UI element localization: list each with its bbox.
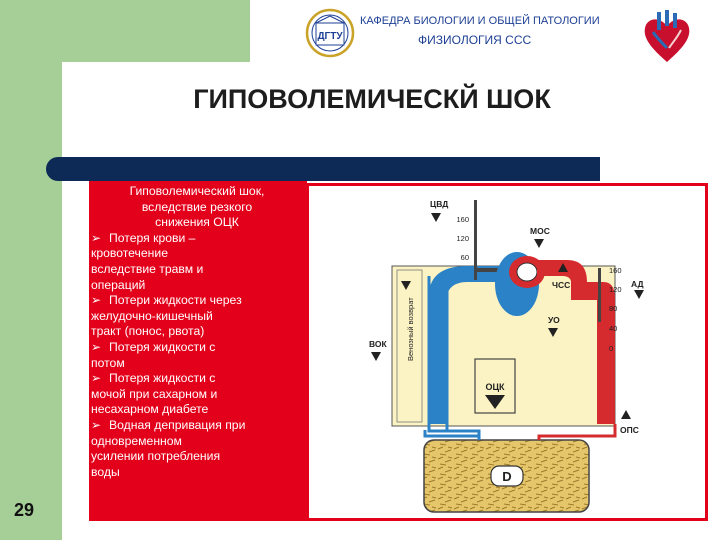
bullet-marker: ➢ (91, 339, 102, 354)
heart-icon (644, 10, 690, 62)
bullet-line: усилении потребления (91, 449, 221, 464)
cvd-tick: 160 (456, 215, 469, 224)
ops-label: ОПС (620, 425, 639, 435)
bullet-line: тракт (понос, рвота) (91, 324, 205, 339)
bullet-line: ➢Потеря крови – (91, 230, 196, 245)
bullet-line: желудочно-кишечный (91, 308, 213, 323)
artery (537, 260, 615, 424)
page-number: 29 (14, 500, 35, 520)
department-name: КАФЕДРА БИОЛОГИИ И ОБЩЕЙ ПАТОЛОГИИ (360, 15, 600, 27)
bullet-line: ➢Потеря жидкости с (91, 339, 216, 354)
artery-connector (537, 424, 617, 440)
ad-tick: 160 (609, 266, 622, 275)
d-label: D (502, 469, 511, 484)
ops-up-arrow (621, 410, 631, 419)
cvd-down-arrow (431, 213, 441, 222)
bullet-marker: ➢ (91, 371, 102, 386)
bullet-line: мочой при сахарном и (91, 386, 218, 401)
ad-tick: 120 (609, 285, 622, 294)
vein-arch (429, 266, 517, 298)
left-green-band (0, 0, 62, 540)
circulation-diagram: D ОЦК ЦВД 160 120 60 Венозный возврат ВО… (369, 199, 644, 513)
intro-line: вследствие резкого (141, 199, 253, 214)
ad-tick: 0 (609, 344, 613, 353)
mos-label: МОС (530, 226, 550, 236)
text-panel (89, 181, 307, 521)
bullet-line: кровотечение (91, 246, 168, 261)
cvd-tick: 120 (456, 234, 469, 243)
bullet-line: вследствие травм и (91, 261, 204, 276)
ock-down-arrow (485, 395, 505, 409)
slide-title: ГИПОВОЛЕМИЧЕСКЙ ШОК (193, 84, 551, 114)
d-oval (490, 465, 524, 487)
vok-down-arrow (371, 352, 381, 361)
panel-text: Гиповолемический шок, вследствие резкого… (91, 184, 303, 480)
university-logo: ДГТУ (305, 8, 355, 58)
vok-label: ВОК (369, 339, 388, 349)
logo-text: ДГТУ (317, 31, 343, 42)
top-green-band (0, 0, 250, 62)
bullet-line: одновременном (91, 433, 182, 448)
bullet-line: операций (91, 277, 146, 292)
ad-tick: 80 (609, 304, 617, 313)
venous-return-column (396, 269, 423, 423)
intro-line: Гиповолемический шок, (129, 184, 265, 198)
vein-column (429, 286, 447, 424)
bullet-line: потом (91, 355, 125, 370)
ad-down-arrow (634, 290, 644, 299)
bullet-line: ➢Водная депривация при (91, 417, 246, 432)
bullet-line: воды (91, 464, 120, 479)
vein-connector (423, 430, 479, 438)
mos-down-arrow (534, 239, 544, 248)
subject-name: ФИЗИОЛОГИЯ ССС (418, 33, 532, 47)
venous-return-label: Венозный возврат (406, 297, 415, 361)
chss-label: ЧСС (552, 280, 570, 290)
uo-label: УО (548, 315, 560, 325)
ock-label: ОЦК (485, 382, 505, 392)
chss-up-arrow (558, 263, 568, 272)
cvd-label: ЦВД (430, 199, 448, 209)
bullet-line: ➢Потери жидкости через (91, 293, 242, 308)
cvd-tick: 60 (461, 253, 469, 262)
bullet-line: несахарном диабете (91, 402, 209, 417)
title-underline-bar (46, 157, 600, 181)
venous-return-arrow (401, 281, 411, 290)
bullet-marker: ➢ (91, 230, 102, 245)
uo-down-arrow (548, 328, 558, 337)
bullet-marker: ➢ (91, 293, 102, 308)
bullet-line: ➢Потеря жидкости с (91, 371, 216, 386)
ad-tick: 40 (609, 324, 617, 333)
intro-line: снижения ОЦК (155, 215, 239, 230)
cvd-gauge (474, 200, 477, 280)
bullet-marker: ➢ (91, 417, 102, 432)
ad-gauge (598, 268, 601, 322)
ad-label: АД (631, 279, 644, 289)
